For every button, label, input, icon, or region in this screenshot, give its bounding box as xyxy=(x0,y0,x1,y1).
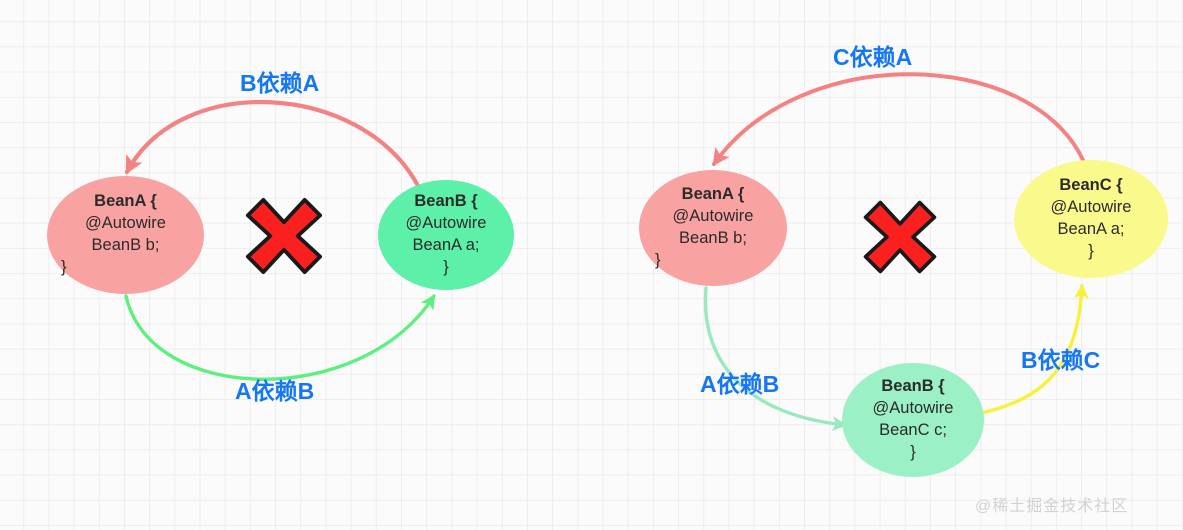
node-left-bean-b-line2: @Autowire xyxy=(405,214,487,233)
node-right-bean-b[interactable]: BeanB { @Autowire BeanC c; } xyxy=(842,363,984,477)
node-left-bean-a-line1: BeanA { xyxy=(94,192,157,211)
node-right-bean-a-line4: } xyxy=(655,250,661,269)
node-right-bean-c[interactable]: BeanC { @Autowire BeanA a; } xyxy=(1014,160,1168,278)
node-left-bean-a-line4: } xyxy=(61,257,67,276)
node-right-bean-a[interactable]: BeanA { @Autowire BeanB b; } xyxy=(639,170,787,286)
edge-left-a-depends-b xyxy=(124,294,436,381)
edge-label-right-c-depends-a: C依赖A xyxy=(833,44,913,70)
watermark-text: @稀土掘金技术社区 xyxy=(975,498,1129,515)
node-left-bean-b[interactable]: BeanB { @Autowire BeanA a; } xyxy=(378,180,514,290)
edge-left-b-depends-a xyxy=(124,99,420,187)
right-x-mark-icon xyxy=(859,196,941,278)
node-left-bean-b-line4: } xyxy=(443,257,449,276)
node-left-bean-b-line3: BeanA a; xyxy=(412,236,480,254)
edge-label-right-a-depends-b: A依赖B xyxy=(700,371,780,397)
edge-right-c-depends-a xyxy=(712,72,1085,167)
edge-right-a-depends-b xyxy=(703,286,848,432)
node-right-bean-c-line4: } xyxy=(1088,241,1094,260)
left-x-mark-icon xyxy=(241,193,327,279)
node-right-bean-b-line2: @Autowire xyxy=(872,399,954,418)
node-left-bean-a-line2: @Autowire xyxy=(85,214,166,233)
edge-label-right-b-depends-c: B依赖C xyxy=(1021,347,1101,373)
node-right-bean-b-line3: BeanC c; xyxy=(879,421,947,439)
edge-right-b-depends-c xyxy=(974,283,1089,416)
node-right-bean-b-line1: BeanB { xyxy=(881,377,945,396)
node-right-bean-a-line1: BeanA { xyxy=(681,185,745,204)
node-left-bean-a[interactable]: BeanA { @Autowire BeanB b; } xyxy=(47,176,204,294)
node-right-bean-a-line3: BeanB b; xyxy=(679,229,747,247)
node-left-bean-a-line3: BeanB b; xyxy=(91,236,160,254)
node-right-bean-c-line1: BeanC { xyxy=(1059,176,1123,195)
node-right-bean-b-line4: } xyxy=(910,442,916,461)
node-left-bean-b-line1: BeanB { xyxy=(414,192,478,211)
node-right-bean-c-line2: @Autowire xyxy=(1050,198,1132,217)
node-right-bean-a-line2: @Autowire xyxy=(672,207,754,226)
edge-label-left-b-depends-a: B依赖A xyxy=(240,70,320,96)
edge-label-left-a-depends-b: A依赖B xyxy=(235,378,315,404)
node-right-bean-c-line3: BeanA a; xyxy=(1057,220,1125,238)
